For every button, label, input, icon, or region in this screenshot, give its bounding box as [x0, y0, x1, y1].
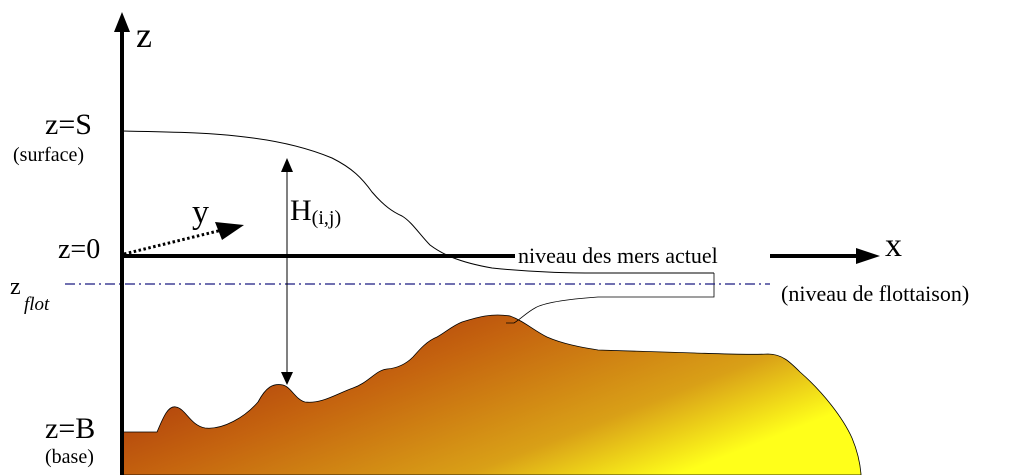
bedrock-shape — [121, 314, 862, 475]
x-axis-label: x — [885, 227, 902, 264]
base-level-caption: (base) — [45, 446, 94, 468]
thickness-label-sub: (i,j) — [312, 207, 341, 229]
zero-level-label: z=0 — [58, 234, 100, 265]
z-axis-arrowhead — [114, 12, 130, 32]
y-axis — [123, 228, 223, 256]
thickness-label: H(i,j) — [290, 194, 341, 229]
surface-level-label: z=S — [45, 108, 92, 141]
surface-level-caption: (surface) — [13, 144, 84, 166]
ice-shelf-outline — [506, 273, 715, 324]
thickness-arrow-top — [281, 158, 293, 172]
y-axis-arrowhead — [215, 222, 244, 240]
thickness-arrow-bottom — [281, 372, 293, 385]
sea-level-label: niveau des mers actuel — [518, 243, 718, 268]
flot-level-label: z — [10, 274, 21, 300]
flot-level-subscript: flot — [24, 294, 50, 315]
x-axis-arrowhead — [856, 248, 880, 264]
floating-level-label: (niveau de flottaison) — [781, 281, 969, 306]
base-level-label: z=B — [45, 412, 95, 445]
flot-level-main: z — [10, 274, 21, 300]
z-axis-label: z — [136, 15, 152, 55]
thickness-label-main: H — [290, 194, 312, 227]
ice-surface-line — [121, 130, 714, 274]
y-axis-label: y — [192, 194, 209, 231]
